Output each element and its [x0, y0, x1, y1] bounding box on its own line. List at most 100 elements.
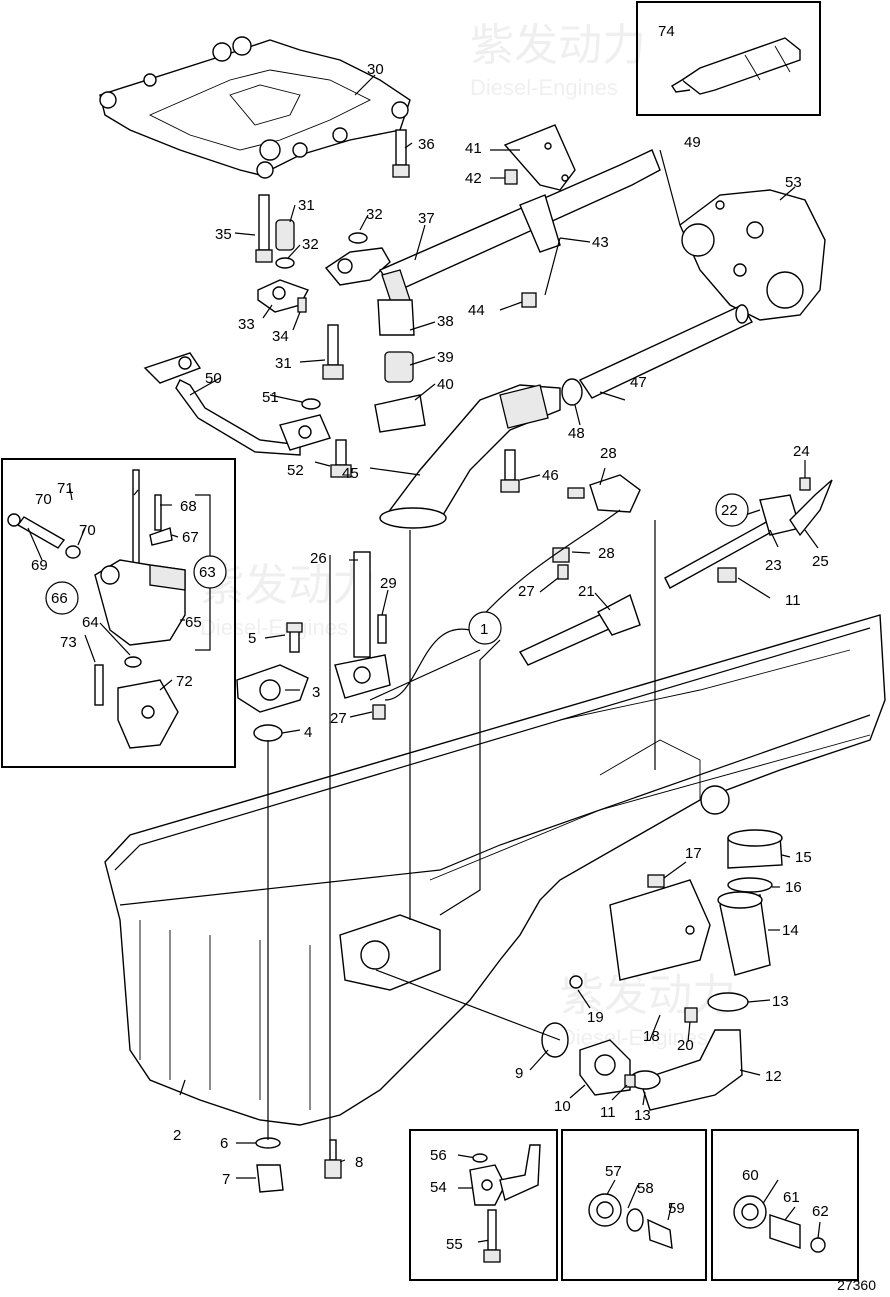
ladder-frame-30 [99, 36, 411, 179]
watermark-en-1: Diesel-Engines [470, 75, 618, 100]
callout-70a: 70 [35, 491, 52, 508]
callout-31b: 31 [275, 355, 292, 372]
callout-62: 62 [812, 1203, 829, 1220]
callout-59: 59 [668, 1200, 685, 1217]
callout-44: 44 [468, 302, 485, 319]
watermark-cn-2: 紫发动力 [200, 561, 376, 610]
callout-42: 42 [465, 170, 482, 187]
screw-29 [377, 614, 387, 644]
callout-74: 74 [658, 23, 675, 40]
oil-filler-14 [717, 891, 771, 976]
callout-60: 60 [742, 1167, 759, 1184]
callout-41: 41 [465, 140, 482, 157]
callout-16: 16 [785, 879, 802, 896]
callout-64: 64 [82, 614, 99, 631]
leader-lines [27, 74, 821, 1243]
callout-circle-1 [468, 611, 502, 645]
connector-38 [377, 299, 415, 336]
screw-5 [286, 622, 303, 653]
callout-70b: 70 [79, 522, 96, 539]
callout-65: 65 [185, 614, 202, 631]
callout-18: 18 [643, 1028, 660, 1045]
callout-circle-66 [45, 581, 79, 615]
callout-7: 7 [222, 1171, 230, 1188]
dipstick-21 [518, 593, 641, 666]
callout-2: 2 [173, 1127, 181, 1144]
callout-29: 29 [380, 575, 397, 592]
oring-51 [301, 398, 321, 410]
callout-47: 47 [630, 374, 647, 391]
callout-73: 73 [60, 634, 77, 651]
sensor-8 [324, 1139, 342, 1179]
callout-10: 10 [554, 1098, 571, 1115]
adapter-10 [579, 1039, 631, 1096]
screw-20 [684, 1007, 698, 1023]
callout-31a: 31 [298, 197, 315, 214]
callout-61: 61 [783, 1189, 800, 1206]
tube-74-box [636, 1, 821, 116]
filter-screen-33 [257, 279, 309, 313]
bracket-41 [503, 124, 576, 191]
connector-39 [384, 351, 414, 383]
seal-16 [727, 877, 773, 893]
callout-71: 71 [57, 480, 74, 497]
callout-30: 30 [367, 61, 384, 78]
callout-40: 40 [437, 376, 454, 393]
callout-1: 1 [480, 621, 488, 638]
callout-33: 33 [238, 316, 255, 333]
callout-20: 20 [677, 1037, 694, 1054]
callout-32a: 32 [366, 206, 383, 223]
callout-28a: 28 [600, 445, 617, 462]
screw-11b [624, 1074, 636, 1088]
bolt-31b [322, 324, 344, 380]
watermark-cn-1: 紫发动力 [470, 21, 646, 70]
sealant-tube-icon [680, 37, 801, 95]
callout-49: 49 [684, 134, 701, 151]
screw-44 [521, 292, 537, 308]
callout-27a: 27 [330, 710, 347, 727]
callout-circle-63 [193, 555, 227, 589]
screw-17 [647, 874, 665, 888]
oil-pipe-37 [324, 149, 661, 306]
callout-48: 48 [568, 425, 585, 442]
callout-22: 22 [721, 502, 738, 519]
nut-40 [374, 394, 426, 433]
callout-13b: 13 [634, 1107, 651, 1124]
sensor-28a [567, 474, 641, 513]
callout-52: 52 [287, 462, 304, 479]
callout-69: 69 [31, 557, 48, 574]
callout-9: 9 [515, 1065, 523, 1082]
callout-54: 54 [430, 1179, 447, 1196]
oil-pan-2 [104, 614, 886, 1126]
watermark: 紫发动力 Diesel-Engines 紫发动力 Diesel-Engines … [200, 21, 736, 1050]
callout-11a: 11 [785, 592, 801, 609]
screw-24 [799, 477, 811, 491]
callout-3: 3 [312, 684, 320, 701]
bolt-36 [392, 129, 410, 178]
circled-markers [45, 493, 749, 645]
callout-46: 46 [542, 467, 559, 484]
screw-27a [372, 704, 386, 720]
tube-nozzle [671, 79, 691, 93]
plug-11a [717, 567, 737, 583]
flange-3 [236, 664, 309, 713]
dipstick-handle-25 [789, 479, 833, 537]
bolt-46 [500, 449, 520, 493]
callout-51: 51 [262, 389, 279, 406]
callout-14: 14 [782, 922, 799, 939]
callout-23: 23 [765, 557, 782, 574]
callout-68: 68 [180, 498, 197, 515]
callout-45: 45 [342, 465, 359, 482]
callout-26: 26 [310, 550, 327, 567]
callout-circle-22 [715, 493, 749, 527]
callout-32b: 32 [302, 236, 319, 253]
bracket-18 [609, 879, 711, 981]
detail-inset-54-56 [409, 1129, 558, 1281]
bolt-52 [330, 439, 352, 478]
callout-67: 67 [182, 529, 199, 546]
callout-53: 53 [785, 174, 802, 191]
screw-27b [557, 564, 569, 580]
callout-4: 4 [304, 724, 312, 741]
oring-4 [253, 724, 283, 742]
